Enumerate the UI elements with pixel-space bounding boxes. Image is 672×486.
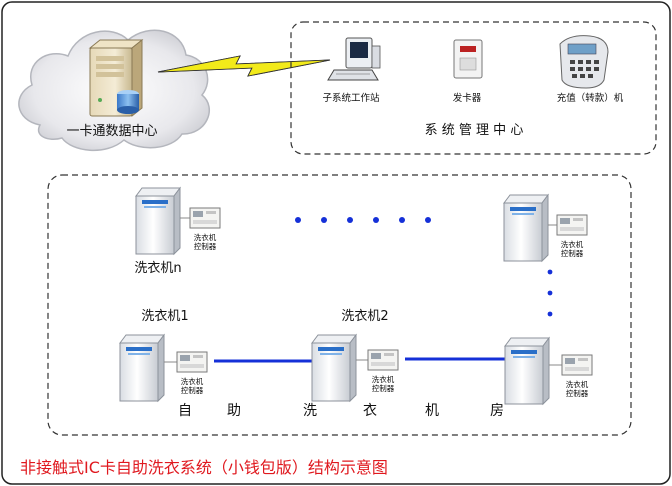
data-center-label: 一卡通数据中心 [66, 124, 157, 139]
machine-label-2: 洗衣机2 [341, 308, 388, 324]
machine-label-1: 洗衣机1 [141, 308, 188, 324]
controller-label-line1: 洗衣机 [181, 376, 204, 386]
controller-label-line2: 控制器 [561, 248, 584, 258]
management-center-title: 系 统 管 理 中 心 [425, 123, 524, 138]
management-center-box [290, 21, 657, 155]
controller-label-line2: 控制器 [181, 385, 204, 395]
controller-label-line2: 控制器 [194, 241, 217, 251]
controller-label-line1: 洗衣机 [566, 379, 589, 389]
controller-label-line1: 洗衣机 [561, 239, 584, 249]
laundry-room-box [47, 174, 632, 436]
laundry-room-label: 自助洗衣机房 [178, 403, 504, 419]
more-machines-dots-horizontal [295, 217, 431, 223]
more-machines-dots-vertical [547, 269, 553, 317]
card-issuer-label: 发卡器 [453, 92, 482, 104]
room-label-char: 自 [178, 403, 192, 419]
recharge-machine-icon [559, 35, 609, 89]
controller-label-line1: 洗衣机 [194, 232, 217, 242]
database-server-icon [88, 38, 144, 118]
controller-label-line2: 控制器 [372, 383, 395, 393]
card-issuer-icon [453, 39, 483, 79]
workstation-icon [327, 37, 381, 81]
room-label-char: 助 [227, 403, 241, 419]
controller-label-line1: 洗衣机 [372, 374, 395, 384]
room-label-char: 机 [425, 403, 439, 419]
recharge-machine-label: 充值（转款）机 [557, 92, 624, 104]
room-label-char: 衣 [363, 403, 377, 419]
machine-label-n: 洗衣机n [134, 260, 181, 276]
footer-title: 非接触式IC卡自助洗衣系统（小钱包版）结构示意图 [20, 458, 388, 477]
room-label-char: 房 [490, 403, 504, 419]
controller-label-line2: 控制器 [566, 388, 589, 398]
room-label-char: 洗 [303, 403, 317, 419]
workstation-label: 子系统工作站 [322, 92, 380, 104]
